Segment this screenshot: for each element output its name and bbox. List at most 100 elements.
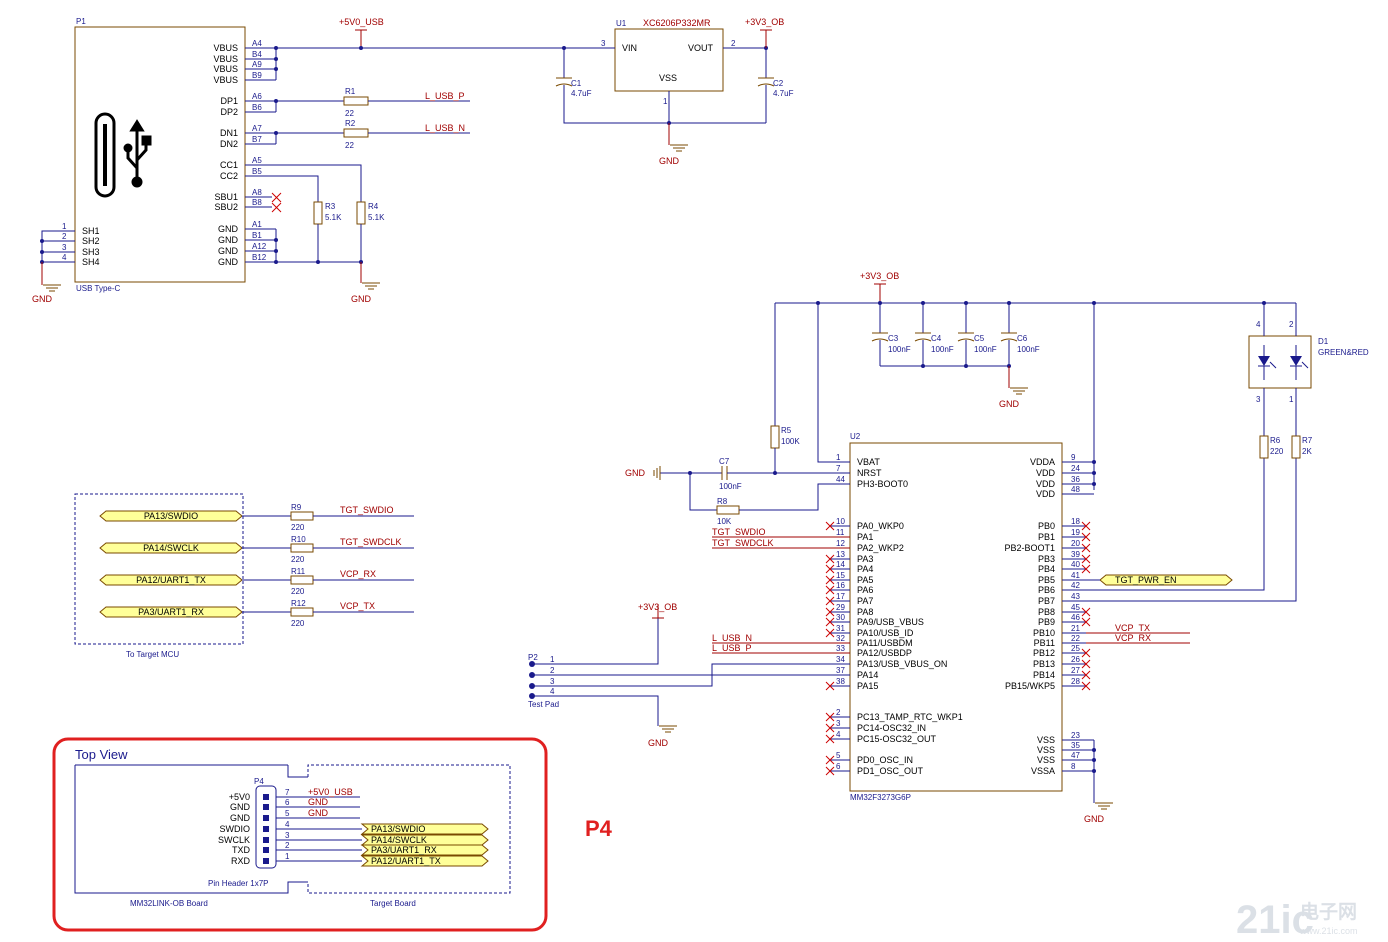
p4-left-label: SWDIO <box>220 824 251 834</box>
p1-pin-name: DP2 <box>220 107 238 117</box>
ob-board-caption: MM32LINK-OB Board <box>130 899 208 908</box>
mcu-pin-name: PA13/USB_VBUS_ON <box>857 659 947 669</box>
mcu-pin-name: VDDA <box>1030 457 1055 467</box>
p4-target-port <box>360 844 489 856</box>
mcu-pin-name: PB3 <box>1038 554 1055 564</box>
mcu-pin-number: 29 <box>836 603 845 612</box>
svg-text:U1: U1 <box>616 19 627 28</box>
mcu-pin-name: PC14-OSC32_IN <box>857 723 926 733</box>
mcu-pin-number: 30 <box>836 613 845 622</box>
p1-pin-number: A1 <box>252 220 262 229</box>
p1-pin-number: A8 <box>252 188 262 197</box>
usb-trident-icon <box>123 119 152 188</box>
svg-text:R2: R2 <box>345 119 356 128</box>
mcu-pin-name: PA10/USB_ID <box>857 628 914 638</box>
p4-port-label: PA12/UART1_TX <box>371 856 441 866</box>
svg-text:P4: P4 <box>254 777 264 786</box>
mcu-pin-name: PB2-BOOT1 <box>1004 543 1055 553</box>
mcu-pin-name: PA2_WKP2 <box>857 543 904 553</box>
mcu-pin-name: PA1 <box>857 532 873 542</box>
tgt-pwr-en-port: TGT_PWR_EN <box>1115 575 1177 585</box>
svg-text:GND: GND <box>999 399 1020 409</box>
svg-text:2: 2 <box>1289 320 1294 329</box>
mcu-pin-name: PA5 <box>857 575 873 585</box>
p1-pin-number: B9 <box>252 71 262 80</box>
cap-value: 100nF <box>888 345 911 354</box>
l-usb-p-label: L_USB_P <box>425 91 465 101</box>
cap-ref: C6 <box>1017 334 1028 343</box>
mcu-pin-number: 40 <box>1071 560 1080 569</box>
mcu-pin-number: 44 <box>836 475 845 484</box>
mcu-pin-number: 41 <box>1071 571 1080 580</box>
to-target-mcu-block: To Target MCU PA13/SWDIOR9220TGT_SWDIOPA… <box>74 493 414 659</box>
svg-text:3: 3 <box>550 677 555 686</box>
svg-text:www.21ic.com: www.21ic.com <box>1299 926 1358 936</box>
p1-pin-number: 3 <box>62 243 67 252</box>
svg-text:P2: P2 <box>528 653 538 662</box>
cap-ref: C5 <box>974 334 985 343</box>
svg-text:100nF: 100nF <box>719 482 742 491</box>
p4-pin-number: 5 <box>285 809 290 818</box>
mcu-pin-number: 25 <box>1071 644 1080 653</box>
cap-value: 100nF <box>974 345 997 354</box>
pin-header-label: Pin Header 1x7P <box>208 879 268 888</box>
svg-text:VSS: VSS <box>659 73 677 83</box>
vbus-net: +5V0_USB 3 <box>245 17 606 81</box>
mcu-pin-number: 6 <box>836 762 841 771</box>
mcu-pin-number: 17 <box>836 592 845 601</box>
mcu-pin-number: 47 <box>1071 751 1080 760</box>
mcu-pin-name: PB8 <box>1038 607 1055 617</box>
mcu-pin-number: 43 <box>1071 592 1080 601</box>
mcu-pin-number: 31 <box>836 624 845 633</box>
resistor-ref: R11 <box>291 567 306 576</box>
p1-pin-name: CC1 <box>220 160 238 170</box>
mcu-pin-name: PB9 <box>1038 617 1055 627</box>
resistor-value: 220 <box>291 619 305 628</box>
p1-pin-name: VBUS <box>213 54 238 64</box>
mcu-pin-name: PB7 <box>1038 596 1055 606</box>
p1-pin-name: GND <box>218 235 239 245</box>
p1-pin-number: A7 <box>252 124 262 133</box>
p4-net-label: GND <box>308 797 329 807</box>
svg-text:R3: R3 <box>325 202 336 211</box>
svg-text:C2: C2 <box>773 79 784 88</box>
top-view-p4-block: Top View MM32LINK-OB Board Target Board … <box>52 737 613 932</box>
svg-text:4: 4 <box>550 687 555 696</box>
p4-pin-number: 4 <box>285 820 290 829</box>
p1-pin-number: B7 <box>252 135 262 144</box>
svg-text:GND: GND <box>625 468 646 478</box>
svg-text:5.1K: 5.1K <box>368 213 385 222</box>
mcu-pin-number: 45 <box>1071 603 1080 612</box>
mcu-pin-number: 15 <box>836 571 845 580</box>
mcu-pin-number: 26 <box>1071 655 1080 664</box>
mcu-pin-name: PB5 <box>1038 575 1055 585</box>
svg-text:+3V3_OB: +3V3_OB <box>638 602 677 612</box>
test-pad-p2: P2 Test Pad 1 2 3 4 +3V3_OB GND <box>528 602 850 748</box>
p1-pin-name: DP1 <box>220 96 238 106</box>
resistor-value: 220 <box>291 523 305 532</box>
svg-text:220: 220 <box>1270 447 1284 456</box>
target-port-label: PA3/UART1_RX <box>138 607 204 617</box>
p1-pin-name: SBU2 <box>214 202 238 212</box>
mcu-pin-name: PB10 <box>1033 628 1055 638</box>
watermark-logo: 21ic 电子网 www.21ic.com <box>1236 898 1358 942</box>
mcu-pin-number: 18 <box>1071 517 1080 526</box>
target-port-label: PA13/SWDIO <box>144 511 198 521</box>
p4-target-port <box>360 823 489 835</box>
p4-pin-number: 7 <box>285 788 290 797</box>
p1-pin-name: GND <box>218 246 239 256</box>
p1-pin-name: VBUS <box>213 75 238 85</box>
led-value: GREEN&RED <box>1318 348 1369 357</box>
svg-text:5.1K: 5.1K <box>325 213 342 222</box>
target-board-caption: Target Board <box>370 899 416 908</box>
svg-text:3: 3 <box>1256 395 1261 404</box>
mcu-pin-number: 34 <box>836 655 845 664</box>
mcu-pin-number: 20 <box>1071 539 1080 548</box>
mcu-pin-number: 5 <box>836 751 841 760</box>
p1-pin-name: SH2 <box>82 236 100 246</box>
p4-target-port <box>360 855 489 867</box>
mcu-pin-number: 9 <box>1071 453 1076 462</box>
mcu-pin-name: VSSA <box>1031 766 1055 776</box>
p1-pin-name: DN2 <box>220 139 238 149</box>
